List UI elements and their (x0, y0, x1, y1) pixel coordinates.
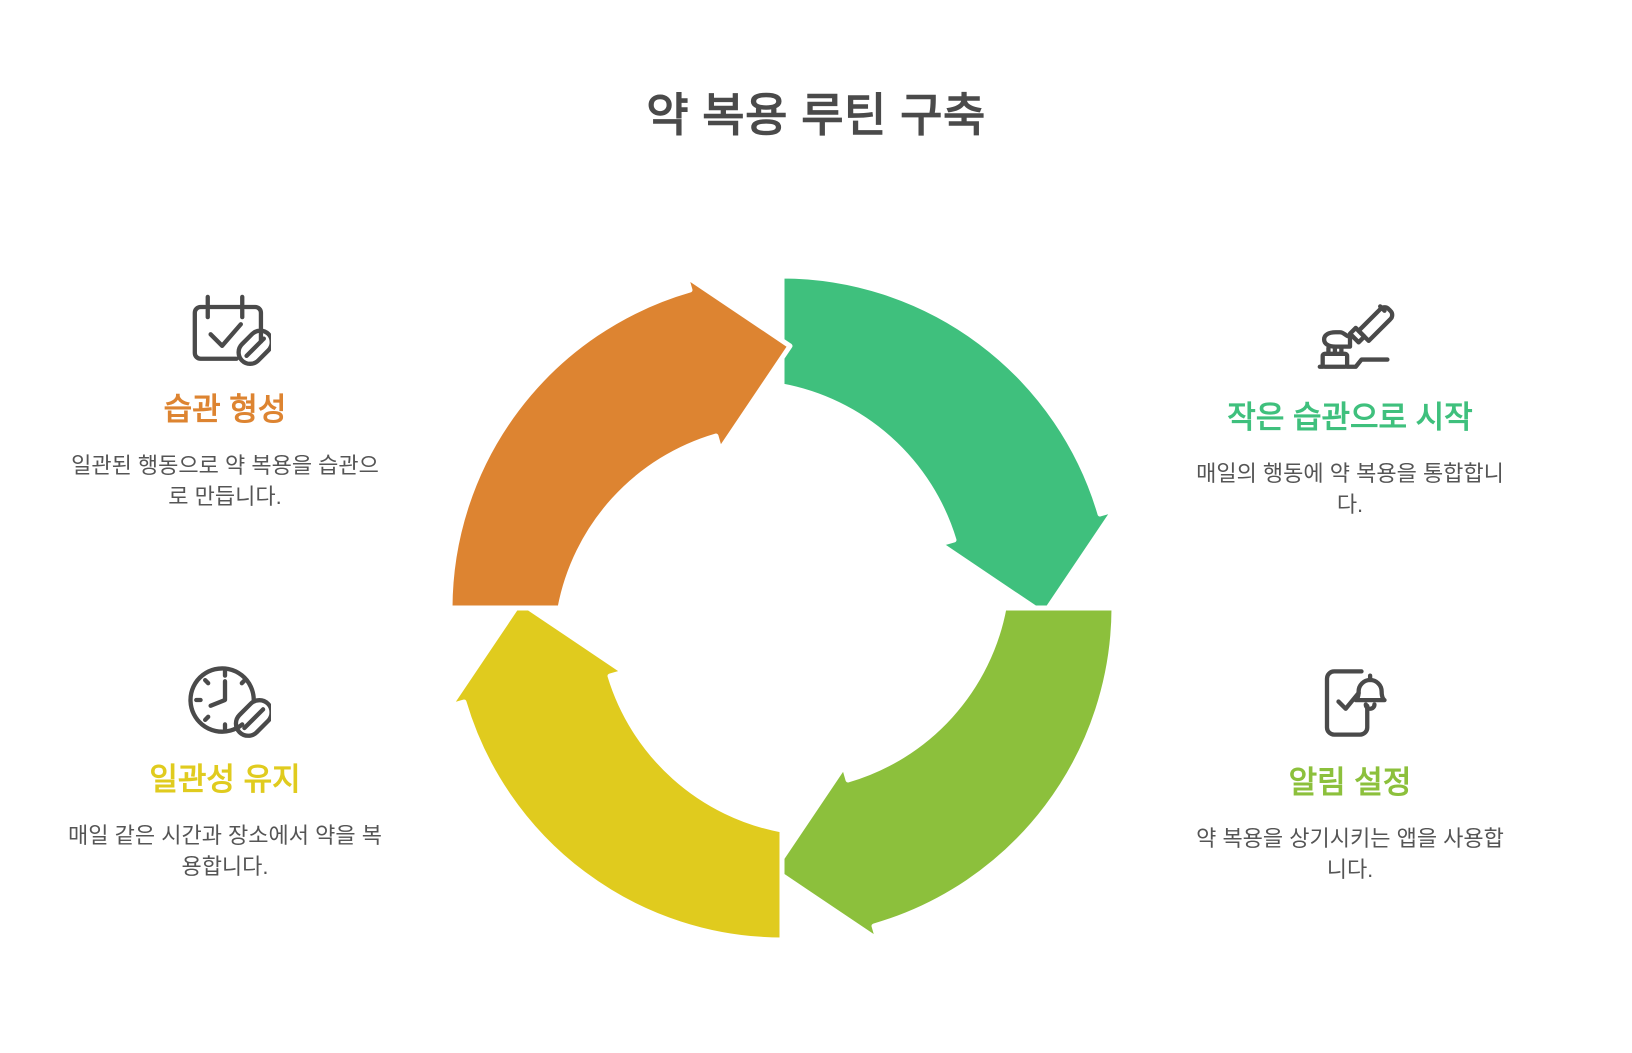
cycle-segment-consistency (447, 599, 785, 943)
cycle-segment-set-reminder (771, 605, 1117, 943)
item-habit-formation: 습관 형성 일관된 행동으로 약 복용을 습관으로 만듭니다. (60, 282, 390, 512)
item-title-set-reminder: 알림 설정 (1288, 765, 1412, 800)
page-title: 약 복용 루틴 구축 (646, 89, 986, 141)
item-set-reminder: 알림 설정 약 복용을 상기시키는 앱을 사용합니다. (1185, 655, 1515, 885)
item-desc-start-small: 매일의 행동에 약 복용을 통합합니다. (1196, 460, 1504, 517)
cycle-diagram (432, 258, 1132, 958)
calendar-check-pill-icon (60, 282, 390, 378)
cycle-segment-habit-formation (447, 273, 793, 611)
toothbrush-toothpaste-icon (1185, 290, 1515, 386)
item-title-consistency: 일관성 유지 (149, 762, 301, 797)
item-desc-set-reminder: 약 복용을 상기시키는 앱을 사용합니다. (1196, 825, 1504, 882)
item-desc-habit-formation: 일관된 행동으로 약 복용을 습관으로 만듭니다. (71, 452, 379, 509)
clock-pill-icon (60, 652, 390, 748)
phone-bell-check-icon (1185, 655, 1515, 751)
item-title-habit-formation: 습관 형성 (163, 392, 287, 427)
item-consistency: 일관성 유지 매일 같은 시간과 장소에서 약을 복용합니다. (60, 652, 390, 882)
item-desc-consistency: 매일 같은 시간과 장소에서 약을 복용합니다. (68, 822, 382, 879)
cycle-segment-start-small (779, 273, 1117, 617)
item-start-small: 작은 습관으로 시작 매일의 행동에 약 복용을 통합합니다. (1185, 290, 1515, 520)
item-title-start-small: 작은 습관으로 시작 (1227, 400, 1473, 435)
